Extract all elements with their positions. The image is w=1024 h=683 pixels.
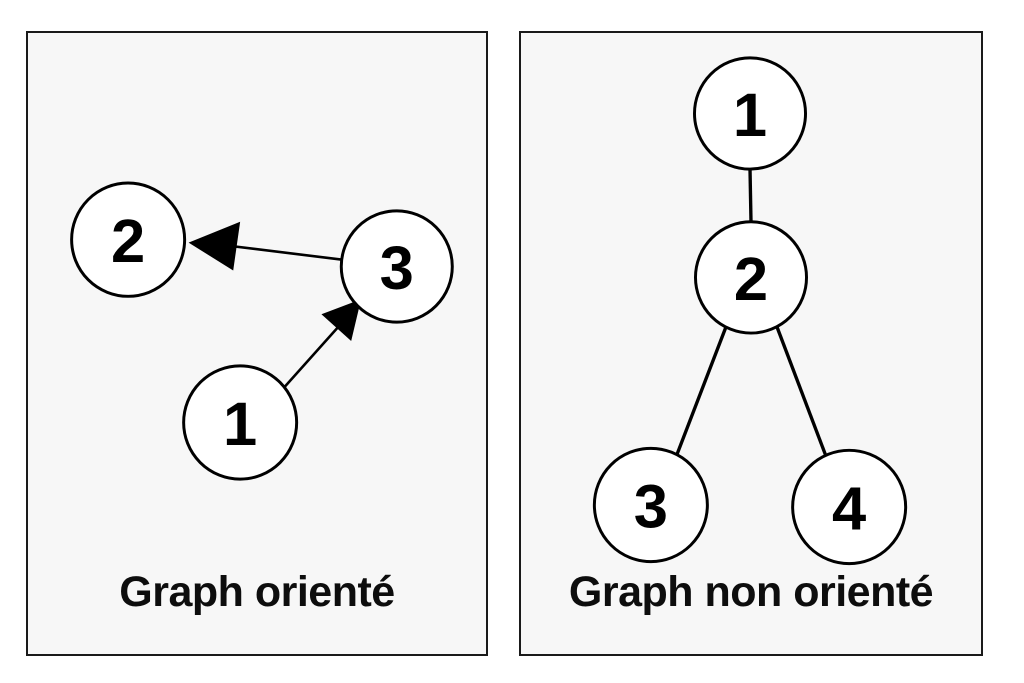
edge-1-to-3 [283,318,347,388]
edge-2-to-4 [773,320,833,471]
node-2[interactable]: 2 [70,181,187,298]
node-4-label: 4 [832,474,866,543]
node-2-circle[interactable] [693,220,809,335]
directed-graph-svg: 2 3 1 [70,181,454,481]
caption-directed-graph: Graph orienté [119,568,395,616]
arrowhead-3-to-2 [188,221,241,271]
arrowhead-1-to-3 [321,299,362,342]
node-1[interactable]: 1 [693,56,808,171]
node-3[interactable]: 3 [592,446,709,564]
node-1-circle[interactable] [182,364,299,481]
node-1-label: 1 [733,81,767,150]
node-3-label: 3 [380,234,414,303]
node-3-circle[interactable] [339,209,454,324]
node-2-label: 2 [734,245,768,314]
node-2-circle[interactable] [70,181,187,298]
node-3-label: 3 [634,472,668,541]
panel-undirected-graph: 1 2 3 4 Graph non orienté [519,31,983,656]
undirected-graph-svg: 1 2 3 4 [592,56,908,566]
node-1-label: 1 [223,390,257,459]
node-4[interactable]: 4 [791,448,908,566]
node-2-label: 2 [111,207,145,276]
node-4-circle[interactable] [791,448,908,566]
caption-undirected-graph: Graph non orienté [568,568,934,616]
edge-1-to-2 [748,169,753,222]
node-3-circle[interactable] [592,446,709,564]
node-2[interactable]: 2 [693,220,809,335]
edge-2-to-3 [670,320,730,469]
node-1-circle[interactable] [693,56,808,171]
node-1[interactable]: 1 [182,364,299,481]
panel-directed-graph: 2 3 1 Graph orienté [26,31,488,656]
node-3[interactable]: 3 [339,209,454,324]
